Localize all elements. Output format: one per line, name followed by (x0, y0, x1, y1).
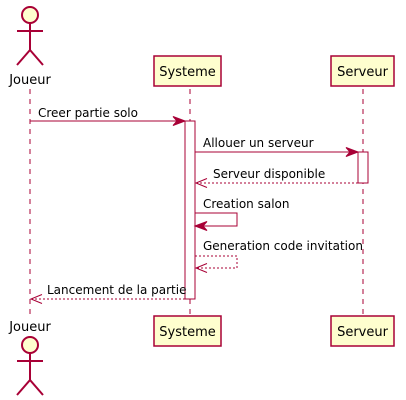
self-message-line (195, 255, 238, 269)
participant-systeme-top: Systeme (153, 55, 222, 87)
message-label: Serveur disponible (213, 167, 325, 181)
actor-left-leg-icon (16, 379, 31, 396)
actor-joueur-bottom: Joueur (8, 320, 51, 396)
open-arrowhead-icon (29, 294, 43, 304)
arrowhead-icon (172, 116, 187, 126)
activation-systeme (184, 120, 196, 300)
arrowhead-icon (345, 147, 360, 157)
actor-joueur-top: Joueur (8, 6, 51, 88)
message-label: Creer partie solo (38, 106, 138, 120)
actor-head-icon (21, 336, 39, 354)
message-label: Lancement de la partie (47, 283, 186, 297)
actor-label-joueur-bottom: Joueur (8, 320, 51, 335)
message-creer-partie-solo: Creer partie solo (30, 106, 187, 126)
participant-label-systeme-top: Systeme (159, 65, 215, 80)
participant-serveur-bottom: Serveur (330, 315, 395, 347)
message-label: Allouer un serveur (203, 136, 314, 150)
message-creation-salon: Creation salon (193, 197, 289, 231)
participant-box-serveur-bottom (330, 315, 395, 347)
actor-left-leg-icon (16, 49, 31, 66)
actor-head-icon (21, 6, 39, 24)
participant-systeme-bottom: Systeme (153, 315, 222, 347)
participant-label-systeme-bottom: Systeme (159, 325, 215, 340)
self-message-line (195, 212, 238, 227)
open-arrowhead-icon (194, 263, 208, 273)
message-label: Creation salon (203, 197, 289, 211)
message-generation-code-invitation: Generation code invitation (194, 239, 363, 273)
message-lancement-de-la-partie: Lancement de la partie (29, 283, 186, 304)
message-label: Generation code invitation (203, 239, 363, 253)
participant-box-systeme-bottom (153, 315, 222, 347)
participant-serveur-top: Serveur (330, 55, 395, 87)
actor-right-leg-icon (29, 49, 44, 66)
participant-label-serveur-top: Serveur (337, 65, 389, 80)
message-serveur-disponible: Serveur disponible (194, 167, 358, 188)
message-allouer-un-serveur: Allouer un serveur (195, 136, 360, 157)
arrowhead-icon (193, 221, 208, 231)
actor-right-leg-icon (29, 379, 44, 396)
actor-label-joueur-top: Joueur (8, 73, 51, 88)
activation-serveur (357, 151, 369, 184)
participant-label-serveur-bottom: Serveur (337, 325, 389, 340)
open-arrowhead-icon (194, 178, 208, 188)
participant-box-serveur-top (330, 55, 395, 87)
participant-box-systeme-top (153, 55, 222, 87)
